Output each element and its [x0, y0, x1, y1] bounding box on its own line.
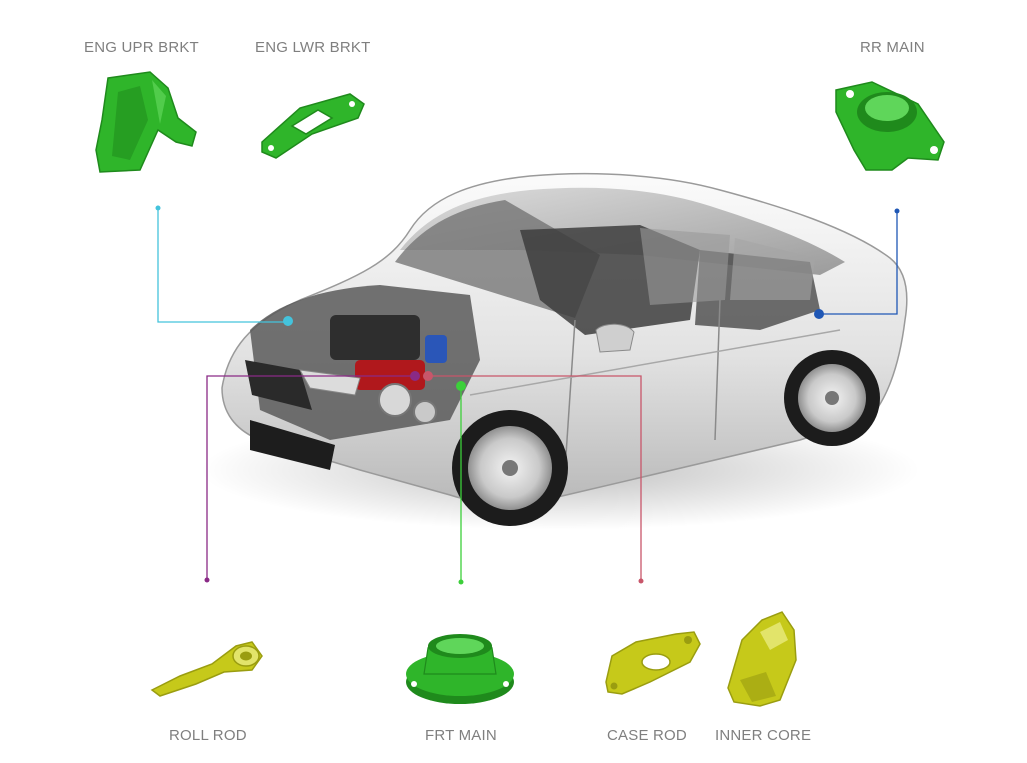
front-main-mount-icon	[406, 634, 514, 704]
label-roll-rod: ROLL ROD	[169, 727, 247, 744]
engine-upper-bracket-icon	[95, 71, 197, 173]
label-inner-core: INNER CORE	[715, 727, 812, 744]
label-eng-lwr-brkt: ENG LWR BRKT	[255, 39, 371, 56]
label-frt-main: FRT MAIN	[425, 727, 497, 744]
label-case-rod: CASE ROD	[607, 727, 687, 744]
connector-frt-main	[456, 381, 466, 585]
connector-roll-rod	[204, 371, 420, 583]
label-eng-upr-brkt: ENG UPR BRKT	[84, 39, 199, 56]
inner-core-icon	[727, 611, 797, 707]
rear-main-mount-icon	[835, 81, 945, 171]
connector-case-rod	[423, 371, 644, 584]
roll-rod-icon	[150, 641, 263, 697]
label-rr-main: RR MAIN	[860, 39, 925, 56]
connector-eng-upr-brkt	[155, 205, 293, 326]
connector-rr-main	[814, 208, 900, 319]
cutaway-sedan-icon	[200, 172, 920, 530]
engine-lower-bracket-icon	[261, 93, 365, 159]
case-rod-icon	[605, 631, 701, 695]
